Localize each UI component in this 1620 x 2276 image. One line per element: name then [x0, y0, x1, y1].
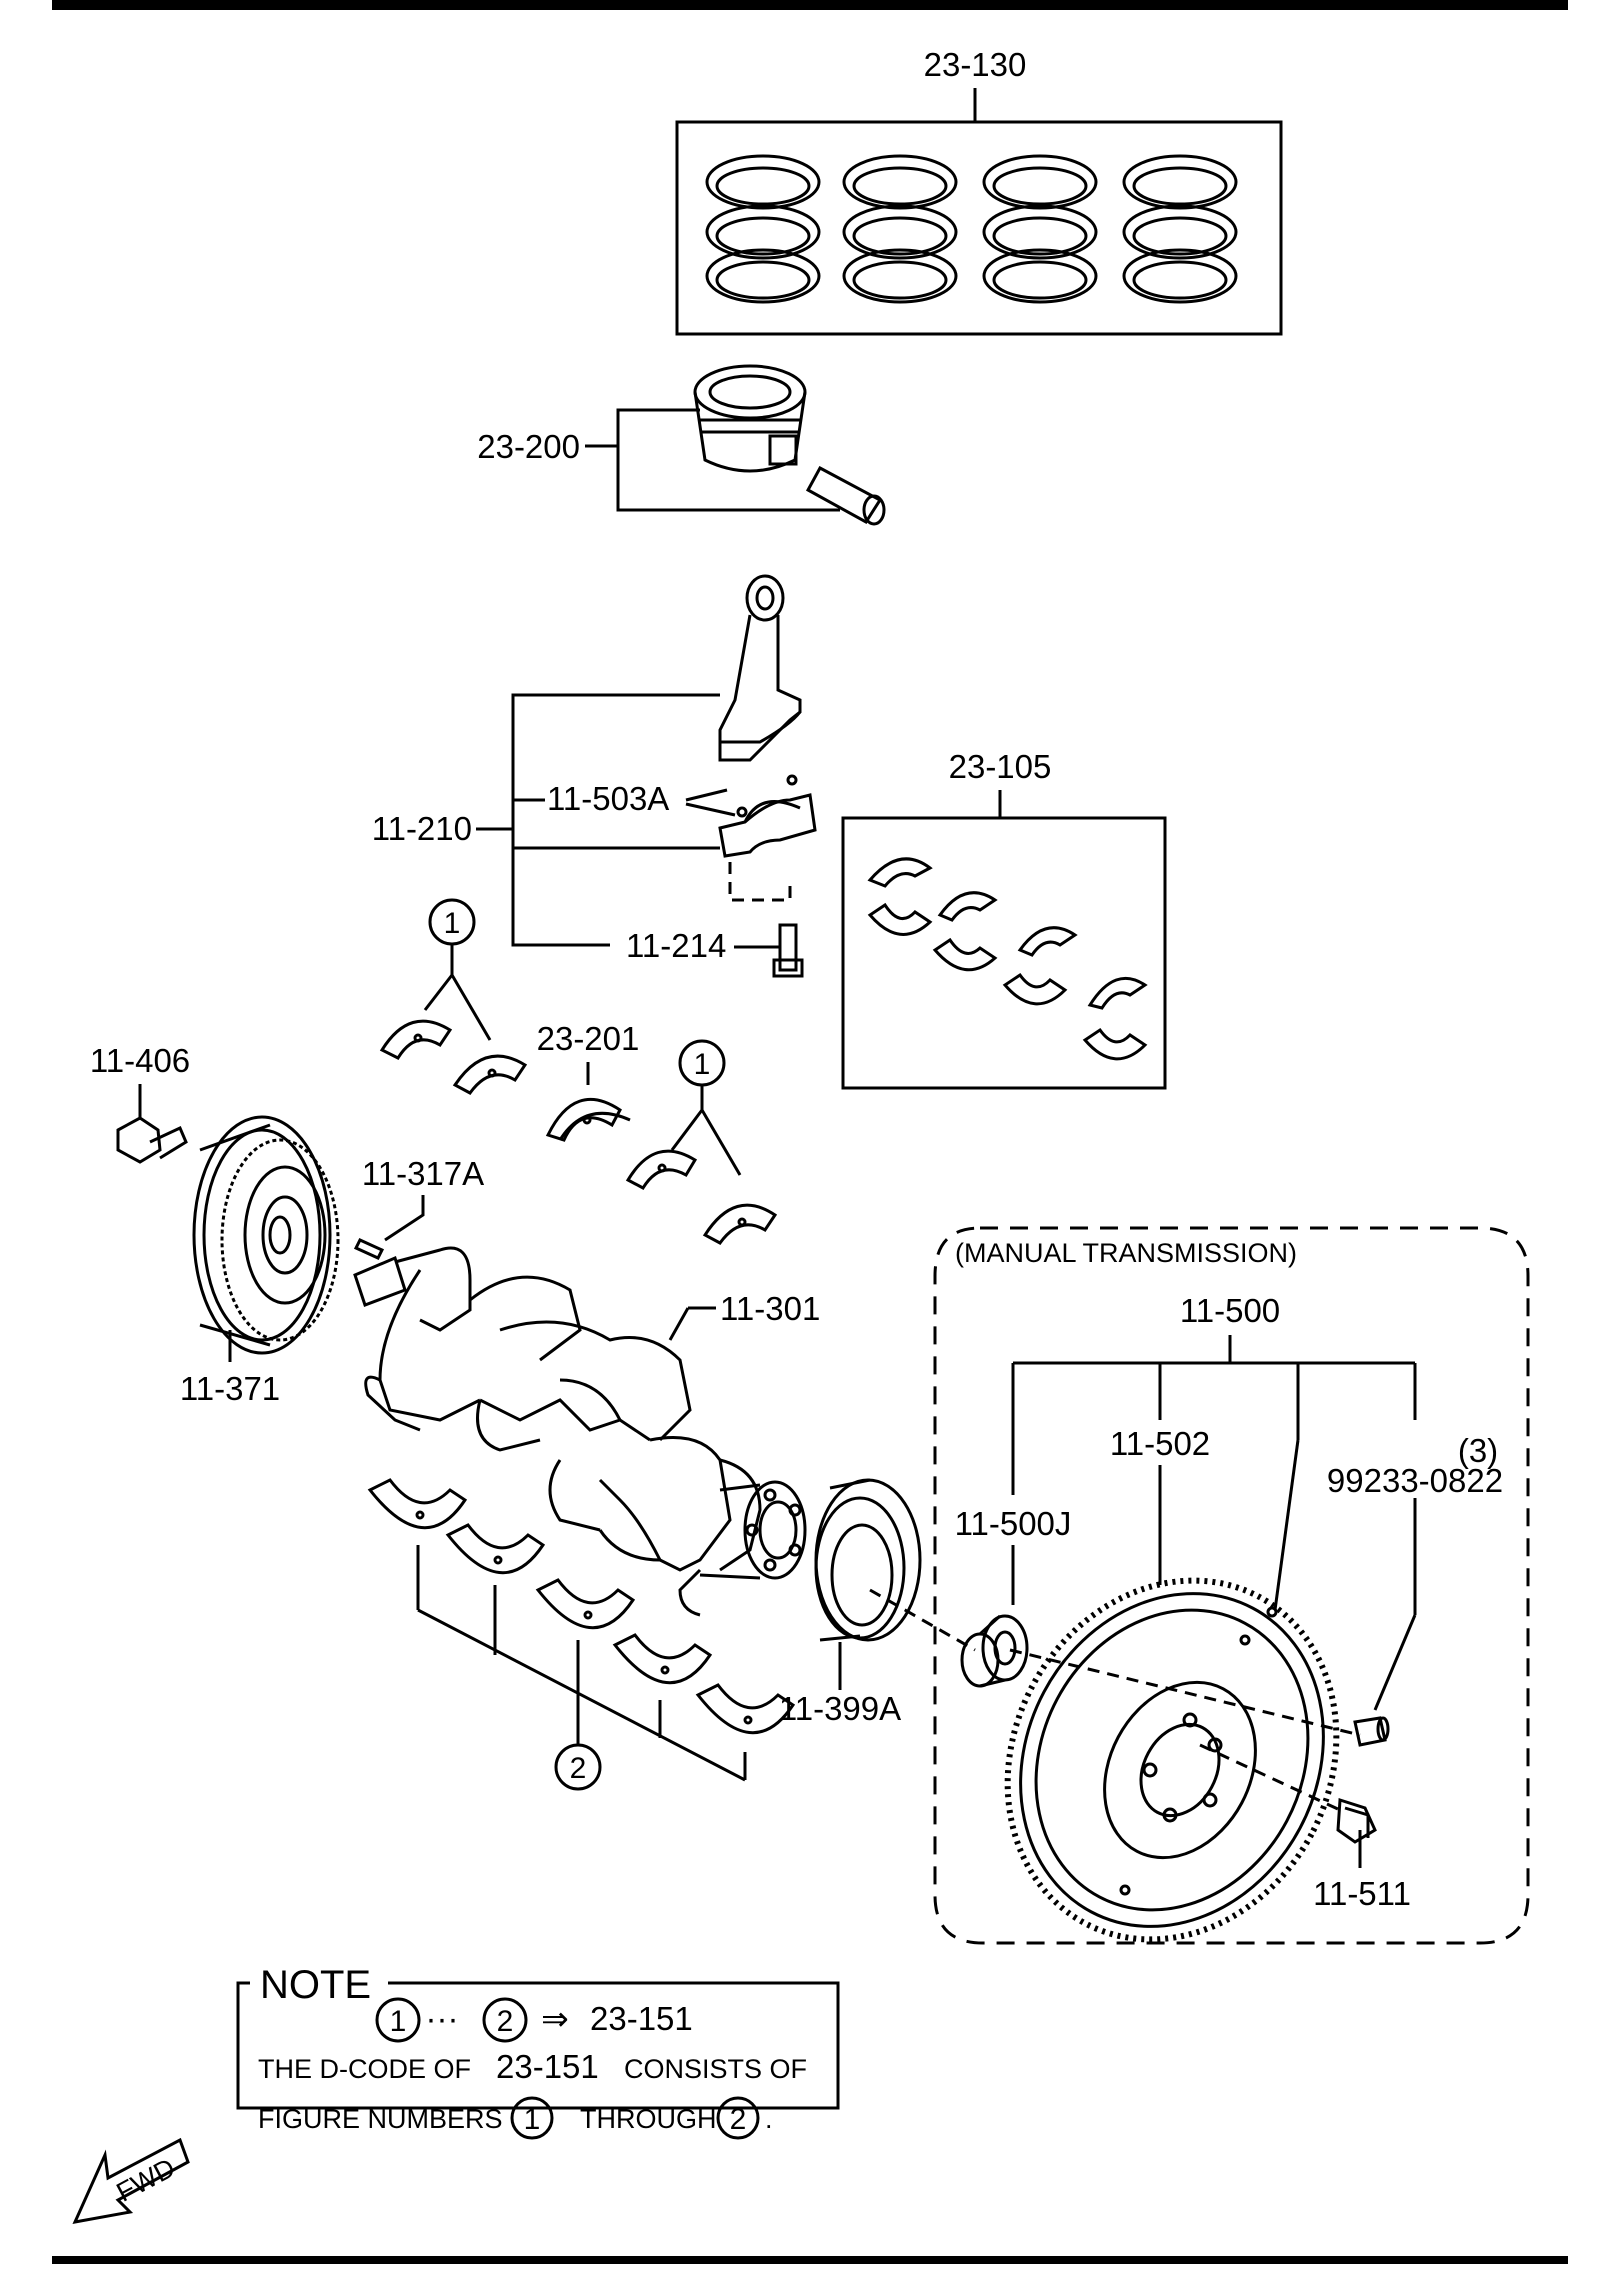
connecting-rod: [718, 574, 802, 762]
label-conrod-bearings[interactable]: 23-105: [949, 748, 1052, 785]
conrod-bearing-3: [1002, 926, 1078, 1006]
label-conrod-bolt[interactable]: 11-214: [626, 927, 726, 964]
note-line3-b: THROUGH: [580, 2104, 717, 2134]
conrod-bearing-2: [932, 891, 998, 972]
callout-1-top: 1: [379, 898, 528, 1095]
note-line2-c: CONSISTS OF: [624, 2054, 807, 2084]
label-pulley-bolt[interactable]: 11-406: [90, 1042, 190, 1079]
callout-2-group: 2: [367, 1478, 796, 1791]
note-line2-a: THE D-CODE OF: [258, 2054, 471, 2084]
label-conrod[interactable]: 11-210: [372, 810, 472, 847]
piston-pin: [805, 465, 886, 526]
manual-transmission-region: (MANUAL TRANSMISSION) 11-500 11-502 11-5…: [933, 1226, 1530, 1945]
conrod-pin: [786, 774, 798, 786]
piston-ring-set-2: [842, 154, 958, 304]
key-group: 11-317A: [353, 1155, 484, 1260]
label-flywheel-bolt[interactable]: 11-511: [1313, 1875, 1411, 1912]
note-line3-callout-2: 2: [730, 2103, 747, 2136]
conrod-bearing-4: [1082, 976, 1148, 1061]
pilot-bearing: [960, 1614, 1029, 1688]
callout-1-top-number: 1: [444, 907, 461, 940]
main-bearing-lower-2: [445, 1523, 546, 1574]
label-key[interactable]: 11-317A: [362, 1155, 484, 1192]
main-bearing-upper-4: [702, 1203, 778, 1245]
thrust-bearing: [545, 1097, 631, 1142]
label-piston-rings[interactable]: 23-130: [924, 46, 1027, 83]
conrod-guide-line: [728, 862, 792, 902]
main-bearing-upper-3: [625, 1149, 698, 1190]
woodruff-key: [353, 1238, 385, 1260]
piston-rings-group: 23-130: [675, 46, 1283, 336]
oil-seal-group: 11-399A: [779, 1478, 976, 1727]
pulley-group: 11-406 11-371: [90, 1042, 340, 1407]
callout-1-mid-number: 1: [694, 1048, 711, 1081]
label-conrod-pin[interactable]: 11-503A: [547, 780, 669, 817]
piston-rings-box: [675, 120, 1283, 336]
note-line3-c: .: [765, 2104, 773, 2134]
note-callout-2: 2: [497, 2005, 514, 2038]
piston-ring-set-3: [982, 154, 1098, 304]
label-dowel-qty[interactable]: (3): [1458, 1432, 1498, 1469]
piston-ring-set-1: [705, 154, 821, 304]
main-bearing-lower-3: [535, 1578, 636, 1629]
fwd-arrow-icon: FWD: [72, 2137, 190, 2224]
note-arrow: ⇒: [541, 2000, 569, 2037]
note-target[interactable]: 23-151: [590, 2000, 693, 2037]
conrod-cap: [718, 793, 817, 858]
label-flywheel-assy[interactable]: 11-500: [1180, 1292, 1280, 1329]
main-bearing-lower-1: [367, 1478, 468, 1529]
label-piston[interactable]: 23-200: [477, 428, 580, 465]
note-line3-callout-1: 1: [524, 2103, 541, 2136]
fwd-label: FWD: [112, 2152, 180, 2207]
note-callout-1: 1: [390, 2005, 407, 2038]
crankshaft: [353, 1246, 807, 1617]
dowel-pin: [1353, 1716, 1390, 1747]
oil-seal-guide-line: [869, 1588, 976, 1652]
callout-1-mid: 1: [625, 1039, 778, 1245]
piston: [693, 364, 807, 473]
note-line2-b[interactable]: 23-151: [496, 2048, 599, 2085]
thrust-bearing-group: 23-201: [537, 1020, 640, 1142]
note-box: NOTE 1 ··· 2 ⇒ 23-151 THE D-CODE OF 23-1…: [236, 1962, 840, 2140]
note-title: NOTE: [260, 1963, 371, 2007]
note-line3-a: FIGURE NUMBERS: [258, 2104, 503, 2134]
main-bearing-lower-4: [612, 1633, 713, 1684]
flywheel-guide-line-1: [1009, 1648, 1361, 1737]
flywheel-guide-line-2: [1199, 1743, 1341, 1812]
bottom-border: [52, 2256, 1568, 2264]
oil-seal: [814, 1478, 922, 1642]
label-dowel[interactable]: 99233-0822: [1327, 1462, 1503, 1499]
conrod-group: 11-210 11-503A 11-214: [372, 574, 817, 978]
top-border: [52, 0, 1568, 10]
label-pulley[interactable]: 11-371: [180, 1370, 280, 1407]
crankshaft-group: 11-301: [353, 1246, 820, 1617]
flywheel: [1004, 1577, 1340, 1943]
conrod-pin-2: [736, 806, 748, 818]
callout-2-number: 2: [570, 1752, 587, 1785]
note-separator: ···: [426, 2000, 459, 2037]
main-bearing-lower-5: [695, 1683, 796, 1734]
label-crankshaft[interactable]: 11-301: [720, 1290, 820, 1327]
flywheel-bolt: [1336, 1797, 1377, 1868]
label-oil-seal[interactable]: 11-399A: [779, 1690, 901, 1727]
label-ring-gear[interactable]: 11-502: [1110, 1425, 1210, 1462]
label-thrust-bearing[interactable]: 23-201: [537, 1020, 640, 1057]
conrod-bearing-1: [867, 857, 933, 936]
conrod-bearings-group: 23-105: [841, 748, 1167, 1090]
piston-group: 23-200: [477, 364, 886, 526]
crank-pulley: [192, 1115, 340, 1355]
manual-transmission-label: (MANUAL TRANSMISSION): [955, 1238, 1297, 1268]
pulley-bolt: [116, 1116, 188, 1164]
label-pilot-bearing[interactable]: 11-500J: [955, 1505, 1072, 1542]
piston-ring-set-4: [1122, 154, 1238, 304]
main-bearing-upper-2: [452, 1054, 528, 1095]
conrod-bearings-box: [841, 816, 1167, 1090]
main-bearing-upper-1: [379, 1019, 453, 1060]
conrod-bolt: [772, 923, 804, 978]
